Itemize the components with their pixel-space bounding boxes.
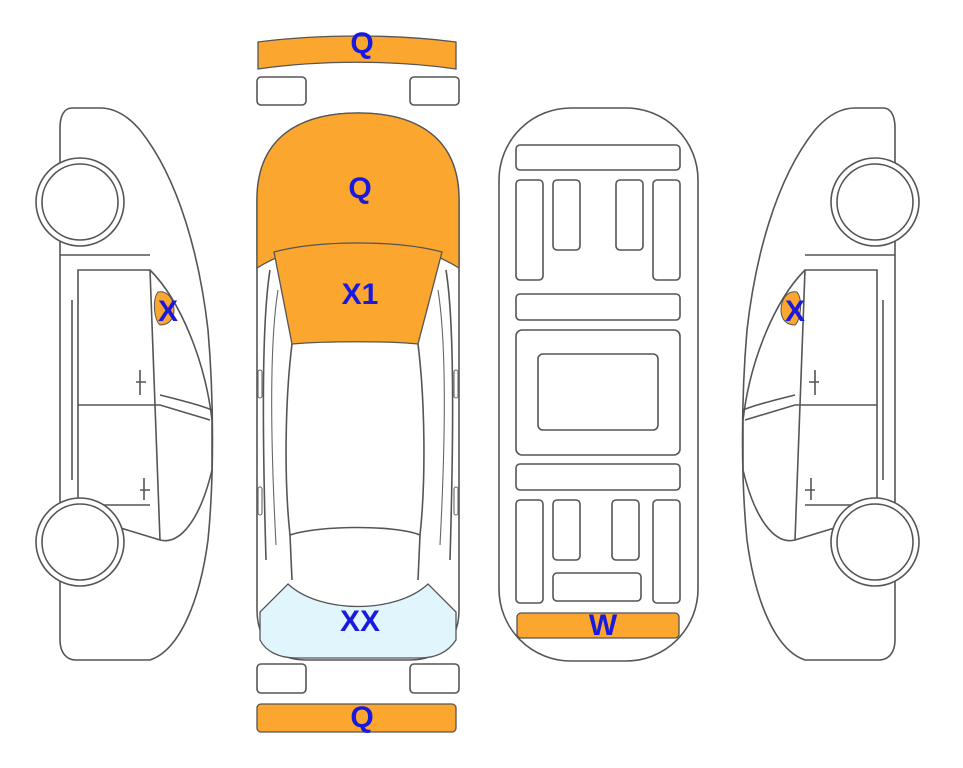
left-side-damage-area (153, 291, 175, 326)
front-bumper-damage-area (257, 35, 457, 70)
car-right-side-view (741, 107, 920, 661)
rear-left-taillight (256, 663, 307, 694)
front-left-headlight (256, 76, 307, 106)
front-right-headlight (409, 76, 460, 106)
left-side-damage-label: X (158, 295, 178, 328)
rear-window-damage-label: XX (340, 605, 380, 638)
right-rear-wheel (830, 497, 920, 587)
car-top-view: Q Q X1 XX Q (256, 27, 460, 734)
underbody-rear-damage-label: W (589, 609, 618, 642)
left-rear-wheel (35, 497, 125, 587)
rear-window-damage-area (259, 583, 457, 659)
rear-right-taillight (409, 663, 460, 694)
underbody-rear-damage-area (516, 612, 680, 639)
car-underbody-view: W (498, 107, 699, 662)
right-front-wheel (830, 157, 920, 247)
hood-damage-label: Q (348, 172, 371, 205)
windshield-damage-label: X1 (342, 278, 379, 311)
windshield-damage-area (273, 242, 443, 345)
front-bumper-damage-label: Q (350, 27, 373, 60)
rear-bumper-damage-label: Q (350, 701, 373, 734)
rear-bumper-damage-area (256, 703, 457, 733)
right-side-damage-label: X (785, 295, 805, 328)
left-front-wheel (35, 157, 125, 247)
right-side-damage-area (780, 291, 802, 326)
car-left-side-view: X (35, 107, 214, 661)
